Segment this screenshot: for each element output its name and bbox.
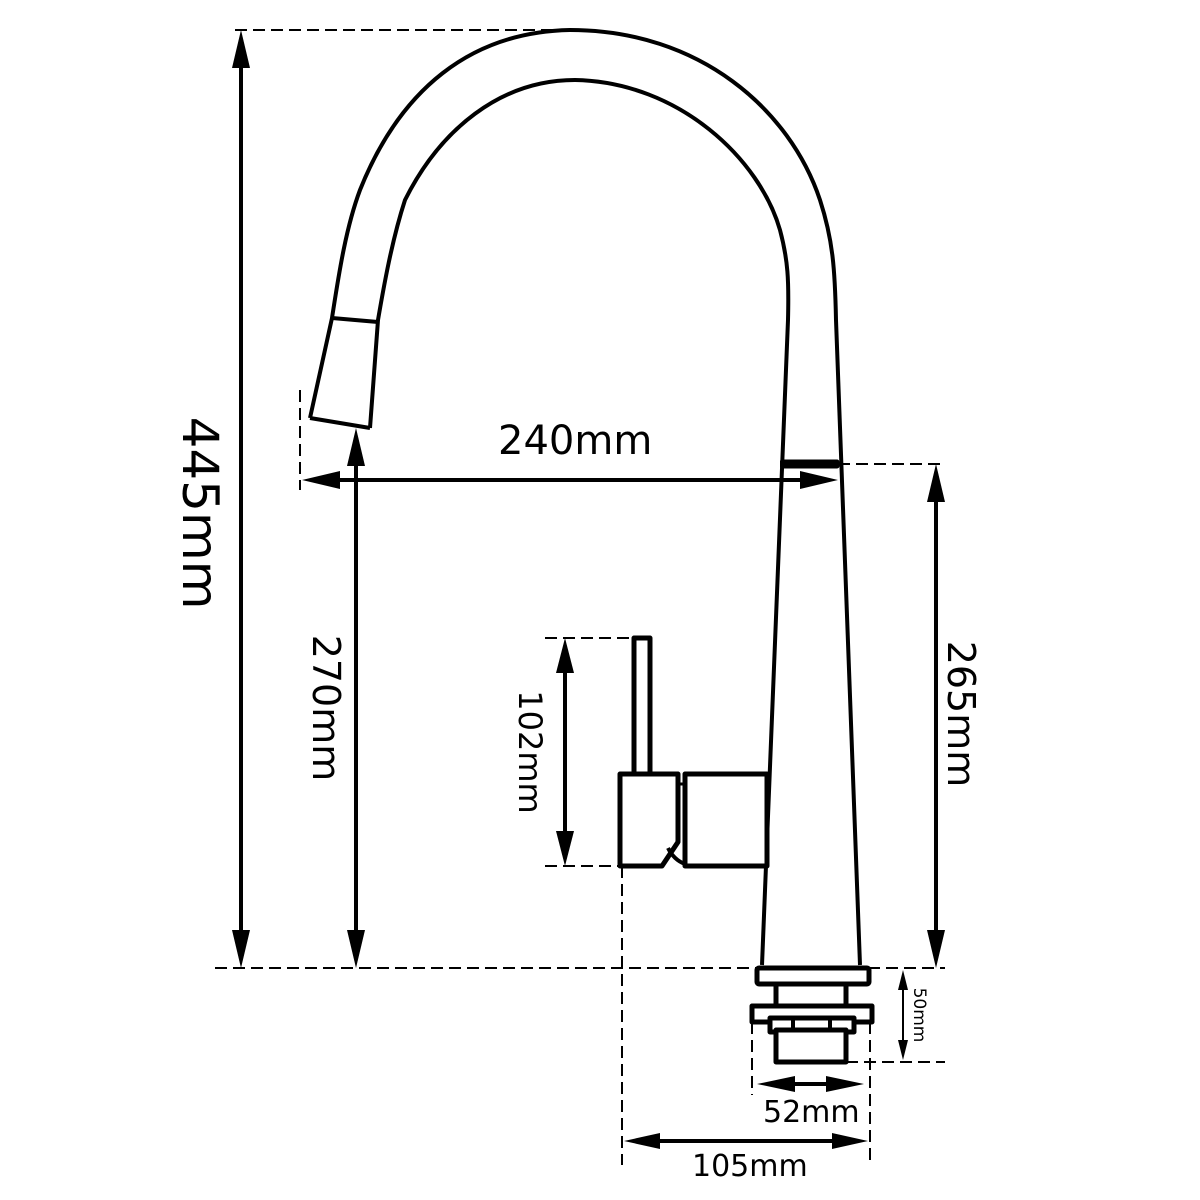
dimension-265 bbox=[927, 464, 945, 968]
lever-handle bbox=[617, 635, 770, 869]
extension-lines bbox=[215, 29, 945, 1165]
label-lever-height: 102mm bbox=[511, 690, 549, 814]
label-lever-to-base-width: 105mm bbox=[692, 1149, 808, 1184]
dimension-50 bbox=[898, 970, 908, 1060]
dimension-102 bbox=[556, 638, 574, 866]
label-body-height: 265mm bbox=[939, 640, 983, 788]
dimension-270 bbox=[347, 428, 365, 968]
label-base-shank-height: 50mm bbox=[909, 987, 929, 1043]
dimension-52 bbox=[757, 1076, 864, 1092]
faucet-base bbox=[749, 965, 875, 1065]
dimension-105 bbox=[624, 1133, 868, 1149]
dimension-445 bbox=[232, 30, 250, 968]
label-shank-diameter: 52mm bbox=[763, 1095, 860, 1130]
gooseneck-spout bbox=[308, 27, 862, 966]
dimension-240 bbox=[302, 471, 838, 489]
label-total-height: 445mm bbox=[171, 416, 229, 610]
label-spout-reach: 240mm bbox=[498, 418, 653, 464]
label-spout-outlet-height: 270mm bbox=[304, 634, 348, 782]
